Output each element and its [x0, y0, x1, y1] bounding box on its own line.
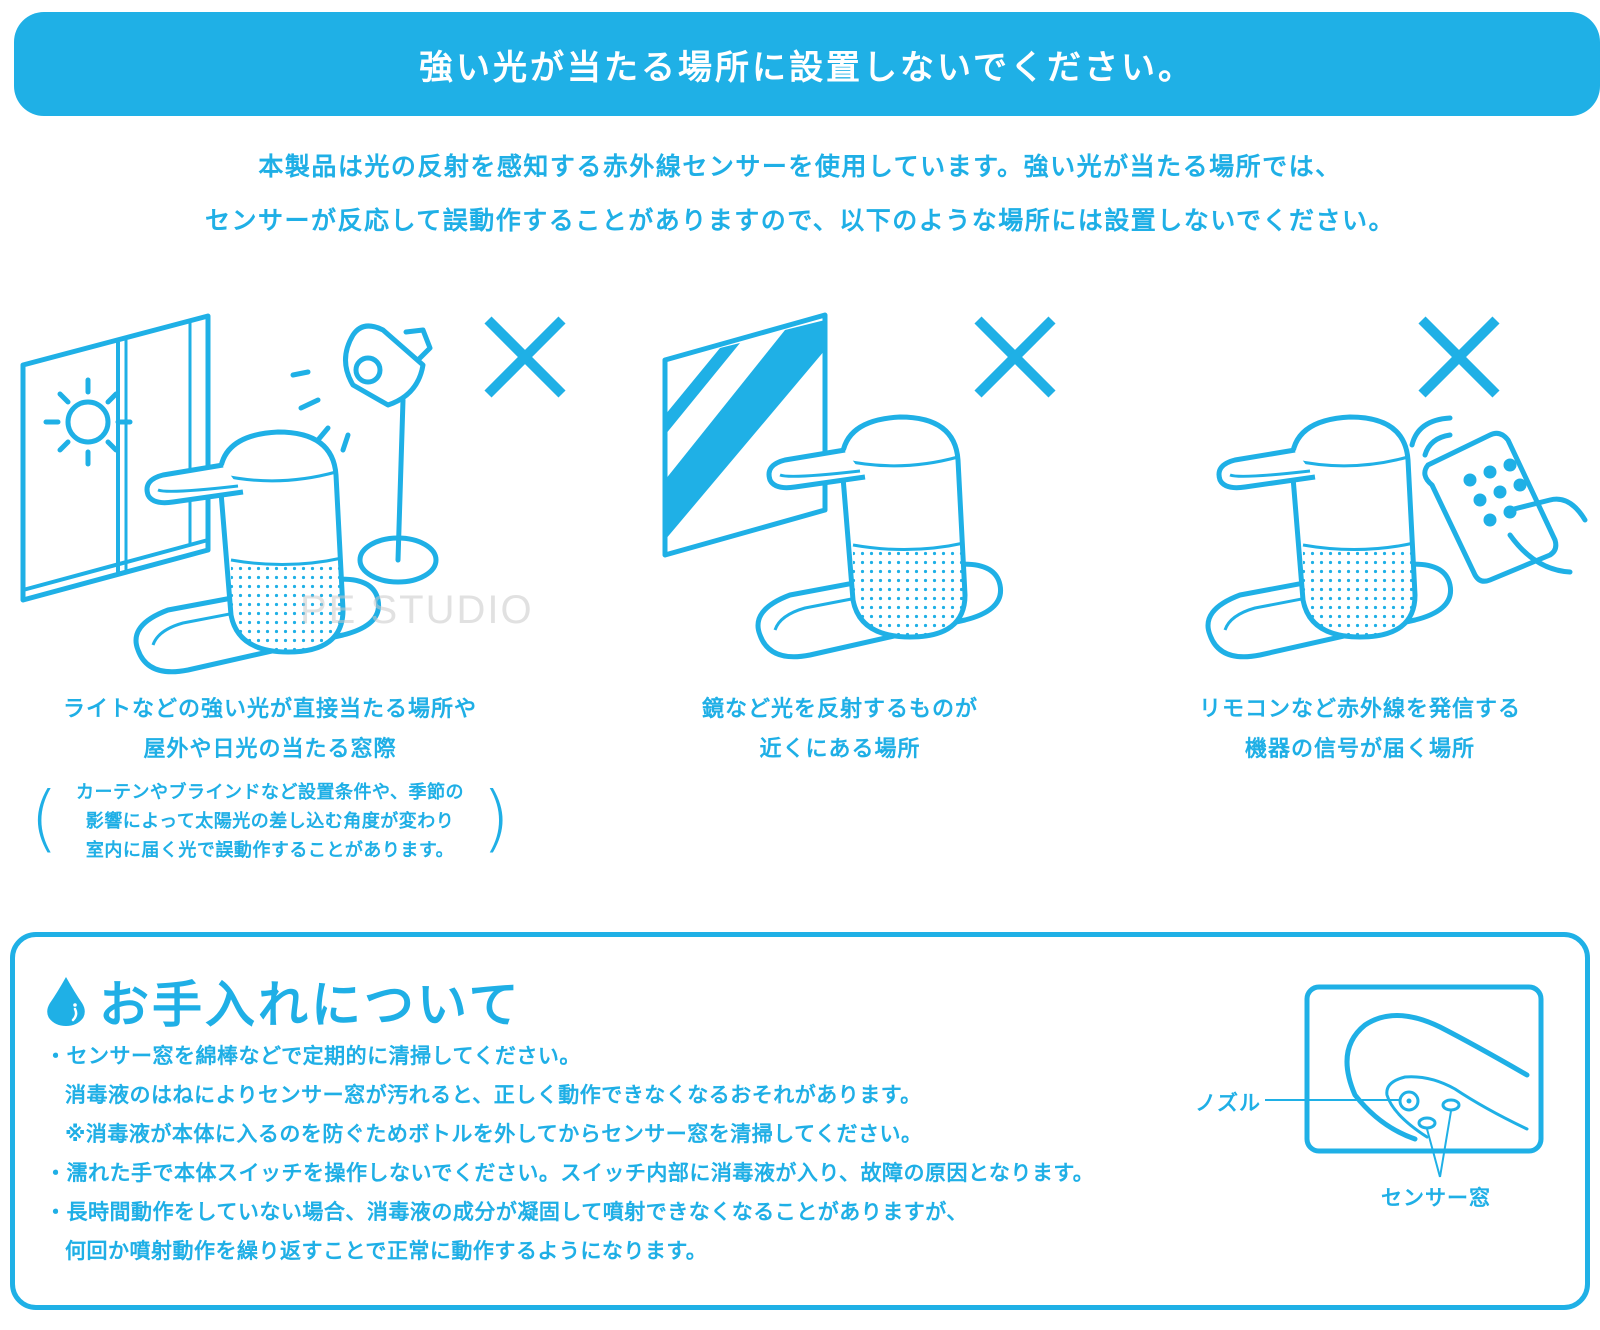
- intro-line-2: センサーが反応して誤動作することがありますので、以下のような場所には設置しないで…: [204, 206, 1395, 235]
- caption-case-3: リモコンなど赤外線を発信する 機器の信号が届く場所: [1150, 690, 1570, 770]
- nozzle-sensor-diagram: ノズル センサー窓: [1195, 977, 1555, 1237]
- note-line: 室内に届く光で誤動作することがあります。: [85, 840, 455, 861]
- cross-mark-icon: [488, 320, 562, 394]
- illustration-window-lamp: [18, 310, 578, 674]
- mirror-icon: [662, 312, 828, 558]
- right-paren: ): [481, 776, 510, 860]
- nozzle-label: ノズル: [1195, 1091, 1261, 1115]
- sensor-window-label: センサー窓: [1381, 1186, 1491, 1210]
- illustration-remote: [1150, 310, 1590, 674]
- note-line: カーテンやブラインドなど設置条件や、季節の: [76, 782, 464, 803]
- care-header: お手入れについて: [45, 965, 522, 1037]
- banner-title: 強い光が当たる場所に設置しないでください。: [419, 47, 1195, 88]
- left-paren: (: [30, 776, 59, 860]
- care-item: ・濡れた手で本体スイッチを操作しないでください。スイッチ内部に消毒液が入り、故障…: [45, 1161, 1095, 1185]
- header-banner: 強い光が当たる場所に設置しないでください。: [14, 12, 1600, 116]
- lamp-icon: [290, 323, 439, 585]
- intro-line-1: 本製品は光の反射を感知する赤外線センサーを使用しています。強い光が当たる場所では…: [258, 152, 1342, 181]
- cross-mark-icon: [1422, 320, 1496, 394]
- note-line: 影響によって太陽光の差し込む角度が変わり: [85, 811, 455, 832]
- note-case-1: ( カーテンやブラインドなど設置条件や、季節の 影響によって太陽光の差し込む角度…: [30, 778, 510, 866]
- caption-line: リモコンなど赤外線を発信する: [1198, 697, 1521, 722]
- care-title: お手入れについて: [99, 976, 522, 1034]
- caption-line: ライトなどの強い光が直接当たる場所や: [62, 697, 477, 722]
- caption-line: 屋外や日光の当たる窓際: [143, 737, 397, 762]
- care-item: ・センサー窓を綿棒などで定期的に清掃してください。: [45, 1044, 581, 1068]
- remote-control-icon: [1409, 415, 1588, 584]
- care-item: 何回か噴射動作を繰り返すことで正常に動作するようになります。: [65, 1239, 708, 1263]
- care-item: ※消毒液が本体に入るのを防ぐためボトルを外してからセンサー窓を清掃してください。: [65, 1122, 923, 1146]
- caption-line: 機器の信号が届く場所: [1244, 737, 1475, 762]
- window-icon: [20, 313, 211, 603]
- intro-text: 本製品は光の反射を感知する赤外線センサーを使用しています。強い光が当たる場所では…: [0, 140, 1600, 248]
- cross-mark-icon: [978, 320, 1052, 394]
- caption-case-2: 鏡など光を反射するものが 近くにある場所: [640, 690, 1040, 770]
- caption-line: 鏡など光を反射するものが: [701, 697, 978, 722]
- care-item: ・長時間動作をしていない場合、消毒液の成分が凝固して噴射できなくなることがありま…: [45, 1200, 968, 1224]
- caption-case-1: ライトなどの強い光が直接当たる場所や 屋外や日光の当たる窓際: [20, 690, 520, 770]
- caption-line: 近くにある場所: [759, 737, 921, 762]
- care-item: 消毒液のはねによりセンサー窓が汚れると、正しく動作できなくなるおそれがあります。: [65, 1083, 922, 1107]
- care-section: お手入れについて ・センサー窓を綿棒などで定期的に清掃してください。 消毒液のは…: [10, 932, 1590, 1310]
- watermark: PE STUDIO: [300, 588, 534, 632]
- sun-icon: [43, 377, 133, 467]
- illustration-mirror: [660, 310, 1080, 674]
- care-list: ・センサー窓を綿棒などで定期的に清掃してください。 消毒液のはねによりセンサー窓…: [45, 1037, 1094, 1271]
- water-drop-icon: [47, 977, 85, 1026]
